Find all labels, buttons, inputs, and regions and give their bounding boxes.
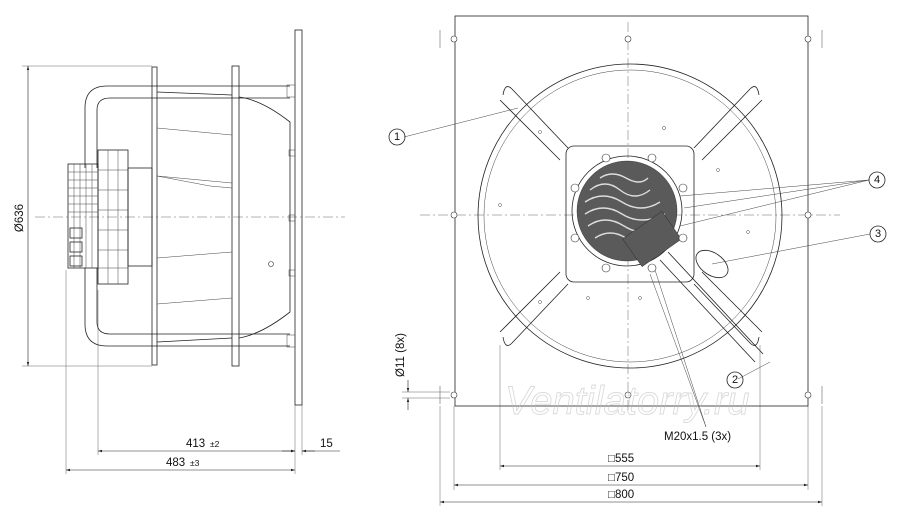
- motor-mount-plate: [565, 145, 695, 283]
- tolerance-413: ±2: [210, 439, 220, 449]
- thread-label: M20x1.5 (3x): [664, 431, 731, 443]
- front-view: 1 4 3 2 Ø11 (8x) M20x1.5 (3x) □555: [388, 15, 887, 506]
- square-555-dimension: □555: [608, 453, 634, 465]
- mounting-plate: [294, 29, 303, 406]
- callout-2: 2: [726, 371, 744, 389]
- square-800-dimension: □800: [608, 489, 634, 501]
- svg-text:1: 1: [394, 131, 400, 143]
- support-arms: [499, 86, 764, 363]
- motor-front: [571, 155, 683, 267]
- motor-electronics: [67, 163, 99, 269]
- component-3: [695, 249, 729, 279]
- length-483-dimension: 483: [166, 457, 185, 469]
- motor-bolts: [570, 153, 688, 273]
- callout-4: 4: [868, 171, 886, 189]
- hole-dimension: Ø11 (8x): [395, 333, 407, 377]
- watermark: Ventilatorry.ru: [505, 379, 750, 423]
- flange-thickness-dimension: 15: [320, 438, 333, 450]
- svg-text:3: 3: [875, 228, 881, 240]
- callout-1: 1: [388, 128, 406, 146]
- callout-3: 3: [869, 225, 887, 243]
- svg-text:2: 2: [732, 374, 738, 386]
- svg-text:4: 4: [874, 174, 880, 186]
- base-plate: [454, 15, 809, 407]
- square-750-dimension: □750: [608, 472, 634, 484]
- mounting-holes: [450, 35, 812, 399]
- side-view: Ø636 413 ±2 483 ±3 15: [14, 29, 345, 474]
- cable-glands: [69, 227, 83, 267]
- tolerance-483: ±3: [190, 458, 200, 468]
- length-413-dimension: 413: [186, 438, 205, 450]
- inlet-ring: [477, 63, 783, 369]
- diameter-dimension: Ø636: [14, 204, 26, 232]
